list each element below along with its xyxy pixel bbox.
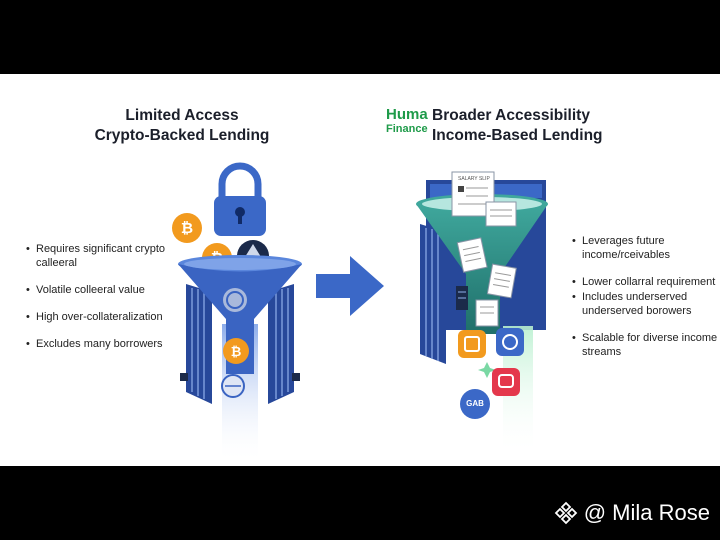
right-arrow-icon	[316, 256, 384, 316]
svg-text:₿: ₿	[231, 345, 242, 360]
padlock-icon	[214, 162, 266, 236]
crypto-network-coin-icon	[223, 288, 247, 312]
list-item: High over-collateralization	[26, 310, 196, 324]
right-title: Broader Accessibility Income-Based Lendi…	[432, 106, 646, 146]
infographic-panel: Limited Access Crypto-Backed Lending Hum…	[0, 74, 720, 466]
right-bullet-list: Leverages future income/rceivables Lower…	[572, 234, 720, 372]
blue-app-icon	[496, 328, 524, 356]
list-item: Leverages future income/rceivables	[572, 234, 720, 262]
gab-badge-icon: GAB	[460, 389, 490, 419]
right-title-line1: Broader Accessibility	[432, 107, 590, 124]
list-item: Includes underserved underserved borower…	[572, 290, 720, 318]
author-handle[interactable]: @ Mila Rose	[583, 500, 710, 525]
invoice-document-icon	[475, 299, 499, 327]
list-item: Excludes many borrowers	[26, 337, 196, 351]
left-title: Limited Access Crypto-Backed Lending	[62, 106, 302, 146]
orange-app-icon	[458, 330, 486, 358]
sparkle-icon	[478, 362, 496, 378]
document-icon	[486, 263, 517, 299]
doc-label: SALARY SLIP	[458, 176, 490, 182]
bitcoin-coin-icon: ₿	[172, 213, 202, 243]
gab-badge-label: GAB	[466, 399, 484, 408]
left-title-line1: Limited Access	[125, 107, 239, 124]
left-bullet-list: Requires significant crypto calleeral Vo…	[26, 242, 196, 364]
bitcoin-coin-icon: ₿	[223, 338, 249, 364]
left-title-line2: Crypto-Backed Lending	[94, 127, 270, 144]
list-item: Lower collarral requirement	[572, 275, 720, 289]
document-icon	[456, 237, 488, 273]
binance-logo-icon	[554, 501, 578, 525]
list-item: Volatile colleeral value	[26, 283, 196, 297]
footer-watermark: @ Mila Rose	[554, 500, 710, 526]
chat-app-icon	[492, 368, 520, 396]
list-item: Requires significant crypto calleeral	[26, 242, 196, 270]
receipt-icon	[456, 286, 468, 310]
brand-name: Huma	[386, 106, 428, 123]
huma-finance-logo: Huma Finance	[386, 106, 428, 136]
list-item: Scalable for diverse income streams	[572, 331, 720, 359]
svg-text:₿: ₿	[181, 219, 193, 237]
document-icon	[485, 201, 517, 227]
brand-subname: Finance	[386, 123, 428, 135]
illustration: ₿ ₿	[172, 162, 548, 464]
globe-coin-icon	[221, 374, 245, 398]
right-title-line2: Income-Based Lending	[432, 127, 603, 144]
